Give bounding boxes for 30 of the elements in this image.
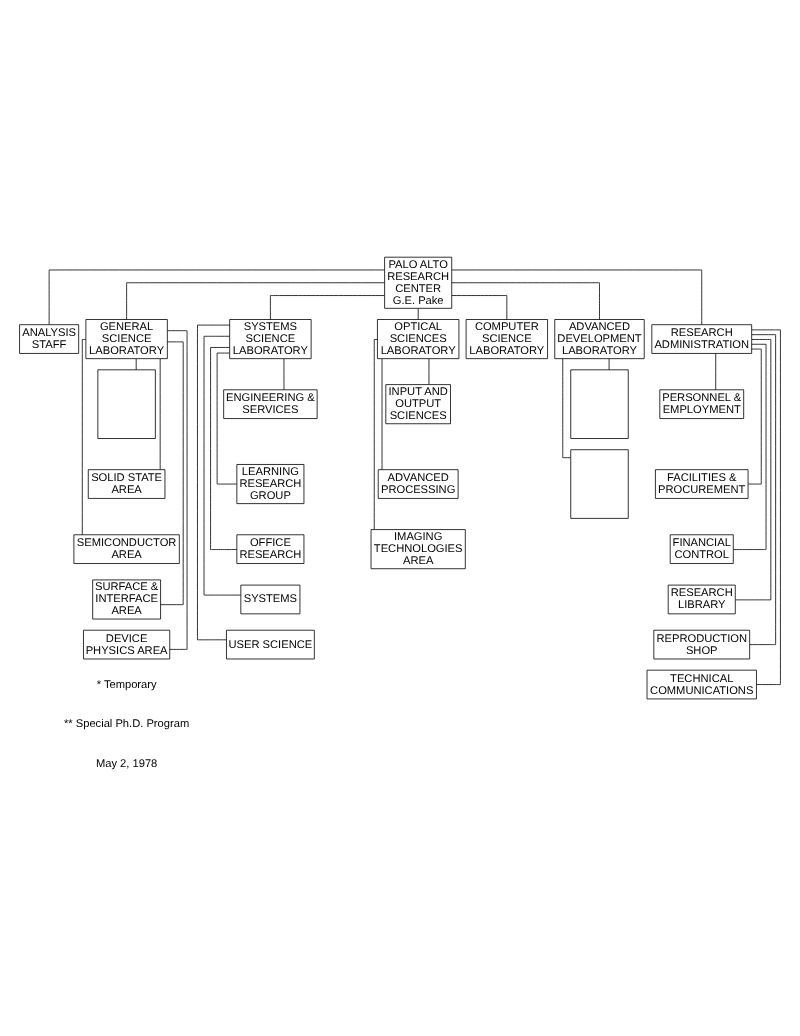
connector: [715, 353, 717, 391]
connector: [135, 358, 137, 371]
connector: [283, 358, 285, 391]
connector: [270, 295, 385, 320]
connector: [160, 341, 184, 606]
connector: [451, 269, 703, 325]
connector: [373, 339, 378, 530]
node-box: [570, 449, 629, 519]
connector: [733, 343, 767, 550]
node-box: [570, 369, 629, 439]
connector: [216, 352, 238, 485]
connector: [167, 330, 188, 650]
connector: [749, 334, 777, 645]
node-box: [97, 369, 156, 439]
connector: [608, 358, 610, 371]
connector: [197, 324, 230, 641]
connector: [159, 358, 161, 470]
connector: [451, 282, 600, 320]
connector: [210, 347, 238, 550]
connector: [751, 329, 781, 685]
connector: [203, 335, 242, 596]
connector: [126, 282, 385, 320]
connector: [381, 358, 383, 470]
connector: [417, 308, 419, 320]
connector: [735, 339, 772, 601]
connector: [428, 358, 430, 385]
connector: [451, 295, 508, 320]
connector: [747, 348, 762, 485]
connector: [81, 339, 87, 536]
connector: [48, 269, 385, 325]
